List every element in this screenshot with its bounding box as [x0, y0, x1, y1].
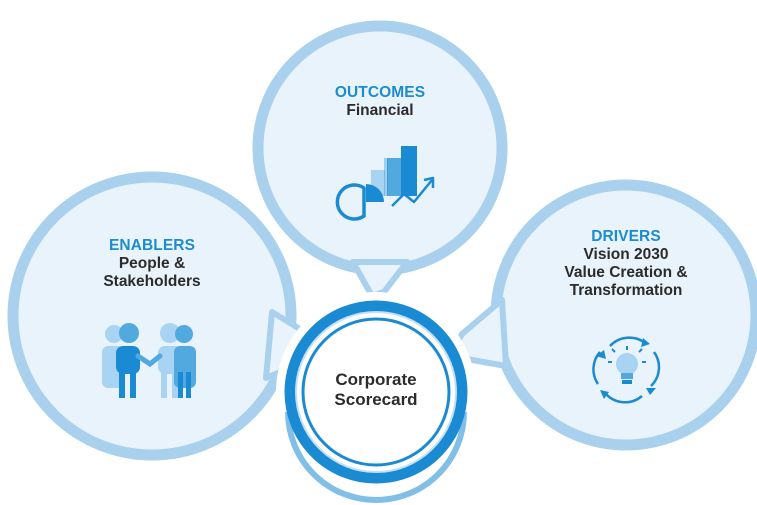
people-handshake-icon: [102, 323, 196, 398]
outcomes-label: OUTCOMES Financial: [300, 84, 460, 120]
outcomes-pointer: [350, 259, 410, 299]
enablers-line-1: People &: [118, 255, 186, 273]
lightbulb-cycle-icon: [592, 336, 661, 404]
enablers-bubble: [7, 171, 297, 461]
hub-label: Corporate Scorecard: [306, 370, 446, 411]
drivers-line-1: Vision 2030: [583, 246, 669, 264]
hub-circle: [276, 292, 476, 503]
drivers-label: DRIVERS Vision 2030 Value Creation & Tra…: [536, 228, 716, 301]
drivers-line-3: Transformation: [569, 282, 683, 300]
outcomes-bubble: [252, 20, 508, 276]
hub-line-2: Scorecard: [334, 390, 418, 410]
outcomes-subtitle: Financial: [346, 102, 414, 120]
hub-line-1: Corporate: [335, 370, 417, 389]
drivers-category: DRIVERS: [591, 228, 661, 245]
enablers-label: ENABLERS People & Stakeholders: [72, 237, 232, 291]
drivers-bubble: [490, 179, 757, 451]
drivers-line-2: Value Creation &: [564, 264, 688, 282]
enablers-line-2: Stakeholders: [103, 273, 201, 291]
chart-growth-icon: [335, 146, 435, 221]
enablers-category: ENABLERS: [108, 237, 196, 254]
outcomes-category: OUTCOMES: [334, 84, 426, 101]
